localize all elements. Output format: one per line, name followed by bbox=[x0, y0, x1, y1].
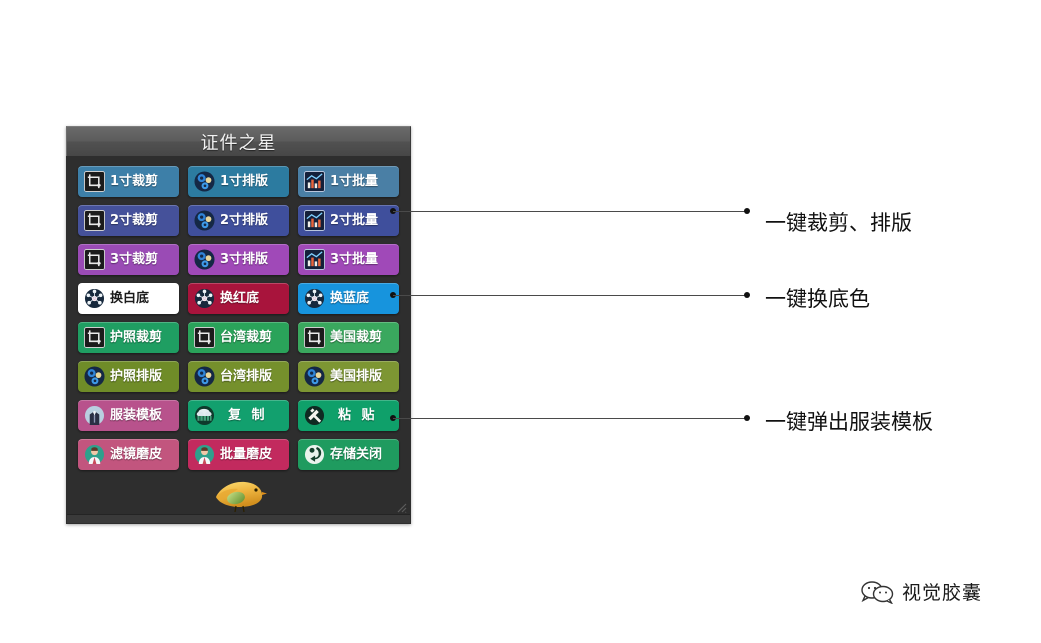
btn-layout-2inch-label: 2寸排版 bbox=[220, 213, 269, 228]
btn-layout-2inch[interactable]: 2寸排版 bbox=[188, 205, 289, 236]
status-strip bbox=[67, 514, 410, 523]
btn-copy-label: 复 制 bbox=[228, 408, 268, 423]
btn-crop-3inch-label: 3寸裁剪 bbox=[110, 252, 159, 267]
btn-crop-taiwan[interactable]: 台湾裁剪 bbox=[188, 322, 289, 353]
tool-button-grid: 1寸裁剪 1寸排版 1寸批量 2寸裁剪 2寸排版 2寸批量 3寸裁剪 3寸排版 3寸批量换白底 换… bbox=[66, 156, 411, 474]
btn-batch-1inch-label: 1寸批量 bbox=[330, 174, 379, 189]
portrait-icon bbox=[194, 444, 215, 465]
annotation-change-bg bbox=[390, 284, 750, 306]
btn-batch-3inch-label: 3寸批量 bbox=[330, 252, 379, 267]
crop-icon bbox=[84, 210, 105, 231]
btn-clothing-template-label: 服装模板 bbox=[110, 408, 163, 423]
btn-layout-3inch[interactable]: 3寸排版 bbox=[188, 244, 289, 275]
title-bar[interactable]: 证件之星 bbox=[66, 126, 411, 156]
btn-crop-passport-label: 护照裁剪 bbox=[110, 330, 163, 345]
btn-crop-1inch[interactable]: 1寸裁剪 bbox=[78, 166, 179, 197]
save-close-icon bbox=[304, 444, 325, 465]
annotation-leader-line bbox=[393, 211, 747, 212]
layout-gears-icon bbox=[194, 210, 215, 231]
portrait-icon bbox=[84, 444, 105, 465]
layout-gears-icon bbox=[194, 366, 215, 387]
btn-bg-blue-label: 换蓝底 bbox=[330, 291, 370, 306]
annotation-dot-end bbox=[744, 292, 750, 298]
btn-save-close[interactable]: 存储关闭 bbox=[298, 439, 399, 470]
crop-icon bbox=[194, 327, 215, 348]
layout-gears-icon bbox=[194, 249, 215, 270]
chart-batch-icon bbox=[304, 249, 325, 270]
btn-bg-white[interactable]: 换白底 bbox=[78, 283, 179, 314]
annotation-crop-layout-label: 一键裁剪、排版 bbox=[765, 211, 912, 235]
annotation-crop-layout bbox=[390, 200, 750, 222]
footer-brand: 视觉胶囊 bbox=[860, 578, 982, 605]
btn-batch-3inch[interactable]: 3寸批量 bbox=[298, 244, 399, 275]
bird-mascot-icon bbox=[215, 481, 267, 512]
btn-batch-smooth-label: 批量磨皮 bbox=[220, 447, 273, 462]
btn-clothing-template[interactable]: 服装模板 bbox=[78, 400, 179, 431]
btn-crop-3inch[interactable]: 3寸裁剪 bbox=[78, 244, 179, 275]
btn-layout-1inch[interactable]: 1寸排版 bbox=[188, 166, 289, 197]
chart-batch-icon bbox=[304, 171, 325, 192]
btn-paste[interactable]: 粘 贴 bbox=[298, 400, 399, 431]
btn-crop-2inch[interactable]: 2寸裁剪 bbox=[78, 205, 179, 236]
annotation-clothing-template bbox=[390, 407, 750, 429]
btn-crop-usa[interactable]: 美国裁剪 bbox=[298, 322, 399, 353]
paste-icon bbox=[304, 405, 325, 426]
btn-filter-smooth[interactable]: 滤镜磨皮 bbox=[78, 439, 179, 470]
btn-bg-blue[interactable]: 换蓝底 bbox=[298, 283, 399, 314]
btn-layout-taiwan-label: 台湾排版 bbox=[220, 369, 273, 384]
color-swap-icon bbox=[84, 288, 105, 309]
btn-batch-1inch[interactable]: 1寸批量 bbox=[298, 166, 399, 197]
copy-icon bbox=[194, 405, 215, 426]
btn-layout-3inch-label: 3寸排版 bbox=[220, 252, 269, 267]
layout-gears-icon bbox=[304, 366, 325, 387]
suit-template-icon bbox=[84, 405, 105, 426]
color-swap-icon bbox=[194, 288, 215, 309]
btn-bg-red[interactable]: 换红底 bbox=[188, 283, 289, 314]
btn-filter-smooth-label: 滤镜磨皮 bbox=[110, 447, 163, 462]
btn-save-close-label: 存储关闭 bbox=[330, 447, 383, 462]
color-swap-icon bbox=[304, 288, 325, 309]
btn-bg-red-label: 换红底 bbox=[220, 291, 260, 306]
btn-layout-taiwan[interactable]: 台湾排版 bbox=[188, 361, 289, 392]
footer-brand-label: 视觉胶囊 bbox=[902, 582, 983, 604]
app-title: 证件之星 bbox=[200, 132, 277, 154]
annotation-change-bg-label: 一键换底色 bbox=[765, 287, 870, 311]
btn-crop-1inch-label: 1寸裁剪 bbox=[110, 174, 159, 189]
btn-crop-passport[interactable]: 护照裁剪 bbox=[78, 322, 179, 353]
btn-batch-2inch[interactable]: 2寸批量 bbox=[298, 205, 399, 236]
btn-layout-usa[interactable]: 美国排版 bbox=[298, 361, 399, 392]
annotation-clothing-template-label: 一键弹出服装模板 bbox=[765, 410, 933, 434]
chart-batch-icon bbox=[304, 210, 325, 231]
layout-gears-icon bbox=[84, 366, 105, 387]
layout-gears-icon bbox=[194, 171, 215, 192]
btn-bg-white-label: 换白底 bbox=[110, 291, 150, 306]
btn-layout-passport-label: 护照排版 bbox=[110, 369, 163, 384]
btn-crop-2inch-label: 2寸裁剪 bbox=[110, 213, 159, 228]
btn-batch-smooth[interactable]: 批量磨皮 bbox=[188, 439, 289, 470]
annotation-leader-line bbox=[393, 418, 747, 419]
crop-icon bbox=[84, 249, 105, 270]
mascot-row bbox=[66, 474, 411, 516]
btn-layout-passport[interactable]: 护照排版 bbox=[78, 361, 179, 392]
annotation-dot-end bbox=[744, 415, 750, 421]
resize-grip-icon[interactable] bbox=[395, 501, 407, 513]
btn-copy[interactable]: 复 制 bbox=[188, 400, 289, 431]
crop-icon bbox=[304, 327, 325, 348]
btn-crop-taiwan-label: 台湾裁剪 bbox=[220, 330, 273, 345]
crop-icon bbox=[84, 327, 105, 348]
btn-crop-usa-label: 美国裁剪 bbox=[330, 330, 383, 345]
btn-layout-usa-label: 美国排版 bbox=[330, 369, 383, 384]
btn-batch-2inch-label: 2寸批量 bbox=[330, 213, 379, 228]
btn-paste-label: 粘 贴 bbox=[338, 408, 378, 423]
annotation-dot-end bbox=[744, 208, 750, 214]
app-window: 证件之星 1寸裁剪 1寸排版 1寸批量 2寸裁剪 2寸排版 2寸批量 3寸裁剪 3寸排版 3寸批… bbox=[66, 126, 411, 524]
annotation-leader-line bbox=[393, 295, 747, 296]
btn-layout-1inch-label: 1寸排版 bbox=[220, 174, 269, 189]
crop-icon bbox=[84, 171, 105, 192]
wechat-icon bbox=[861, 580, 894, 604]
